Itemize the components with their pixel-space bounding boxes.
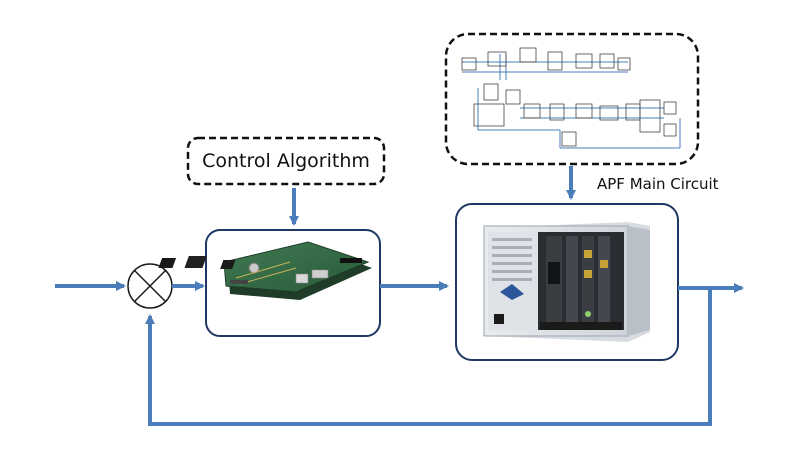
apf-circuit-schematic [461,47,681,149]
pxi-chassis-image [483,222,650,342]
apf-circuit-box [444,32,700,166]
control-algorithm-box [186,136,386,186]
feedback-path [145,288,712,426]
control-algorithm-label: Control Algorithm [202,150,370,172]
controller-board-image [158,241,372,300]
apf-main-circuit-label: APF Main Circuit [597,175,719,193]
summing-junction [127,263,173,309]
